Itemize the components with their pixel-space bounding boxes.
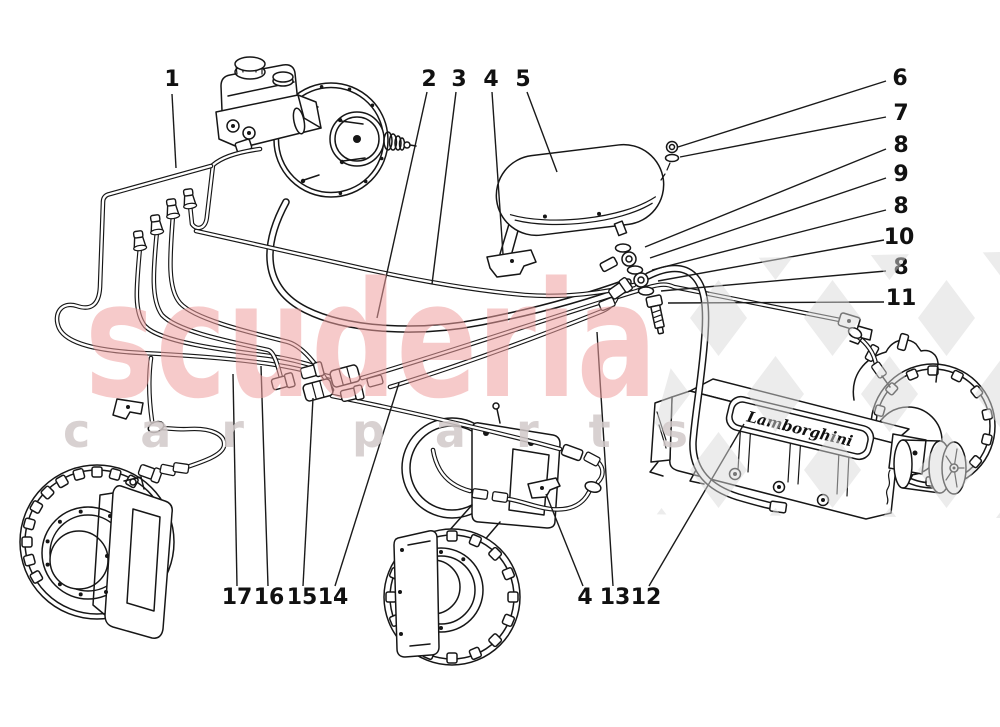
callout-8a: 8 bbox=[893, 133, 908, 158]
master-cylinder bbox=[215, 56, 322, 154]
callout-8b: 8 bbox=[893, 194, 908, 219]
callout-14: 14 bbox=[318, 585, 349, 610]
callout-16: 16 bbox=[254, 585, 285, 610]
banjo-10 bbox=[633, 272, 649, 288]
checker-flag-watermark bbox=[618, 252, 1000, 518]
washer-8a bbox=[614, 243, 632, 253]
washer-8c bbox=[637, 286, 655, 296]
callout-4b: 4 bbox=[577, 585, 592, 610]
washer-7 bbox=[664, 153, 680, 163]
pushrod-bellows bbox=[383, 131, 417, 151]
center-brake-caliper bbox=[393, 530, 440, 658]
callout-17: 17 bbox=[222, 585, 253, 610]
callout-9: 9 bbox=[893, 162, 908, 187]
callout-2: 2 bbox=[421, 67, 436, 92]
callout-1: 1 bbox=[164, 67, 179, 92]
reservoir-bracket bbox=[486, 249, 537, 278]
callout-10: 10 bbox=[884, 225, 915, 250]
reservoir-cap-small bbox=[272, 71, 294, 87]
watermark-sub-word2: parts bbox=[352, 404, 738, 458]
callout-13: 13 bbox=[600, 585, 631, 610]
watermark-brand: scuderia bbox=[85, 247, 657, 434]
vacuum-reservoir bbox=[486, 143, 665, 278]
callout-4: 4 bbox=[483, 67, 498, 92]
watermark-sub: car parts bbox=[63, 404, 738, 458]
front-left-caliper bbox=[92, 476, 173, 639]
callout-6: 6 bbox=[892, 66, 907, 91]
disc-slot-ring bbox=[21, 466, 139, 584]
center-brake-upright bbox=[401, 402, 561, 544]
callout-3: 3 bbox=[451, 67, 466, 92]
callout-5: 5 bbox=[515, 67, 530, 92]
callout-15: 15 bbox=[287, 585, 318, 610]
nut-6 bbox=[665, 140, 679, 154]
callout-7: 7 bbox=[893, 101, 908, 126]
banjo-9 bbox=[621, 251, 637, 267]
watermark-sub-word1: car bbox=[63, 404, 294, 458]
reservoir-cap-large bbox=[234, 56, 266, 80]
callout-12: 12 bbox=[631, 585, 662, 610]
washer-8b bbox=[626, 265, 644, 275]
bolt-11 bbox=[645, 294, 665, 335]
callout-labels: 1 2 3 4 5 6 7 8 9 8 10 8 11 17 16 15 14 … bbox=[164, 66, 916, 610]
